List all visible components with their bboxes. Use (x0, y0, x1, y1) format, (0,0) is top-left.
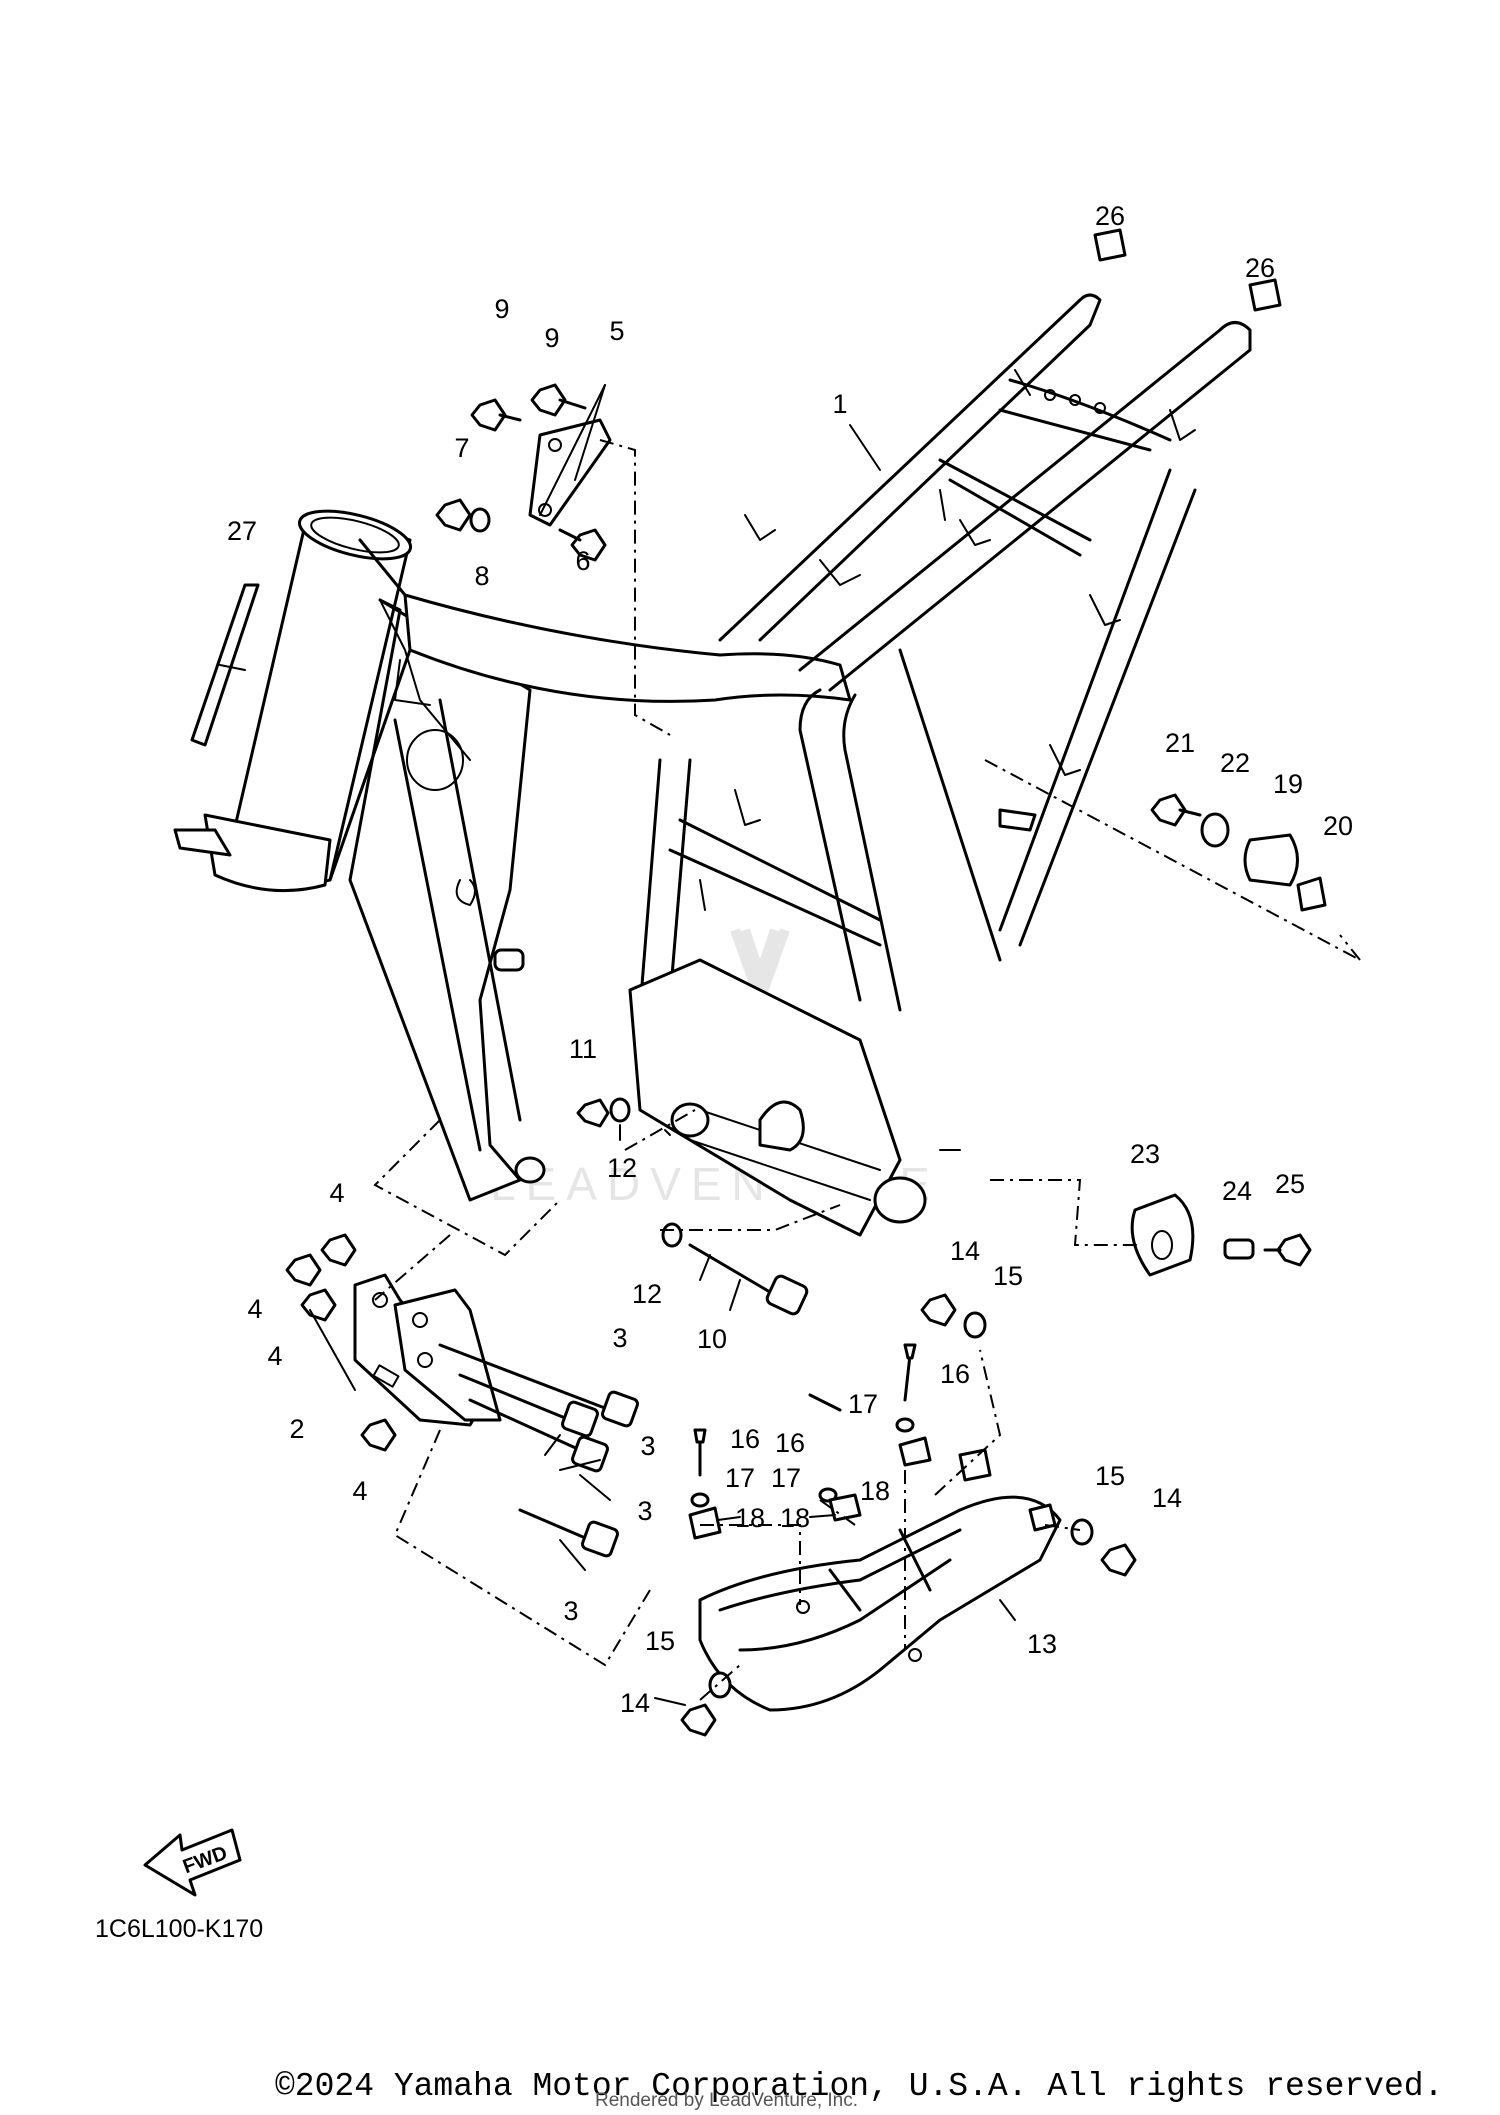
seat-rail-right (798, 328, 1222, 672)
callout-4: 4 (352, 1476, 367, 1506)
callout-23: 23 (1130, 1139, 1160, 1169)
callouts: 1 2 3 3 3 3 4 4 4 4 5 6 7 8 9 9 10 11 12… (227, 201, 1353, 1718)
callout-15: 15 (993, 1261, 1023, 1291)
bracket-5 (435, 383, 612, 562)
callout-1: 1 (832, 389, 847, 419)
callout-14: 14 (1152, 1483, 1182, 1513)
pivot-bolt (576, 1097, 809, 1316)
callout-18: 18 (735, 1503, 765, 1533)
copyright-text: ©2024 Yamaha Motor Corporation, U.S.A. A… (275, 2068, 1444, 2105)
callout-7: 7 (454, 433, 469, 463)
callout-11: 11 (569, 1034, 597, 1064)
callout-17: 17 (725, 1463, 755, 1493)
callout-19: 19 (1273, 769, 1303, 799)
rear-mount-parts (1150, 793, 1327, 912)
rear-parts (1130, 1193, 1312, 1277)
seat-rail-left (718, 298, 1082, 642)
callout-12: 12 (607, 1153, 637, 1183)
callout-13: 13 (1027, 1629, 1057, 1659)
caps-26 (1093, 228, 1282, 312)
rendered-by-text: Rendered by LeadVenture, Inc. (595, 2090, 859, 2111)
callout-3: 3 (640, 1431, 655, 1461)
callout-21: 21 (1165, 728, 1195, 758)
callout-15: 15 (1095, 1461, 1125, 1491)
callout-20: 20 (1323, 811, 1353, 841)
callout-3: 3 (563, 1596, 578, 1626)
diagram-code: 1C6L100-K170 (95, 1915, 263, 1943)
callout-27: 27 (227, 516, 257, 546)
skid-hardware (680, 1293, 1137, 1737)
callout-17: 17 (848, 1389, 878, 1419)
callout-9: 9 (544, 323, 559, 353)
callout-16: 16 (775, 1428, 805, 1458)
nuts-4 (285, 1233, 397, 1452)
frame-gusset (348, 598, 532, 1202)
callout-14: 14 (950, 1236, 980, 1266)
callout-4: 4 (267, 1341, 282, 1371)
callout-leaders (309, 384, 1016, 1706)
callout-18: 18 (860, 1476, 890, 1506)
callout-15: 15 (645, 1626, 675, 1656)
callout-22: 22 (1220, 748, 1250, 778)
callout-9: 9 (494, 294, 509, 324)
callout-2: 2 (289, 1414, 304, 1444)
skid-plate (698, 1448, 1062, 1712)
leader-lines (373, 439, 1361, 1701)
callout-10: 10 (697, 1324, 727, 1354)
callout-4: 4 (329, 1178, 344, 1208)
callout-3: 3 (637, 1496, 652, 1526)
engine-bracket (353, 1273, 502, 1427)
main-frame (173, 293, 1252, 1237)
callout-18: 18 (780, 1503, 810, 1533)
engine-bolts (438, 1343, 639, 1558)
callout-14: 14 (620, 1688, 650, 1718)
callout-26: 26 (1245, 253, 1275, 283)
callout-16: 16 (940, 1359, 970, 1389)
callout-25: 25 (1275, 1169, 1305, 1199)
callout-26: 26 (1095, 201, 1125, 231)
callout-8: 8 (474, 561, 489, 591)
frame-main-spar (403, 593, 852, 703)
callout-24: 24 (1222, 1176, 1252, 1206)
callout-6: 6 (575, 546, 590, 576)
callout-5: 5 (609, 316, 624, 346)
callout-16: 16 (730, 1424, 760, 1454)
callout-17: 17 (771, 1463, 801, 1493)
callout-12: 12 (632, 1279, 662, 1309)
fwd-arrow-icon: FWD (143, 1828, 242, 1897)
callout-3: 3 (612, 1323, 627, 1353)
callout-4: 4 (247, 1294, 262, 1324)
